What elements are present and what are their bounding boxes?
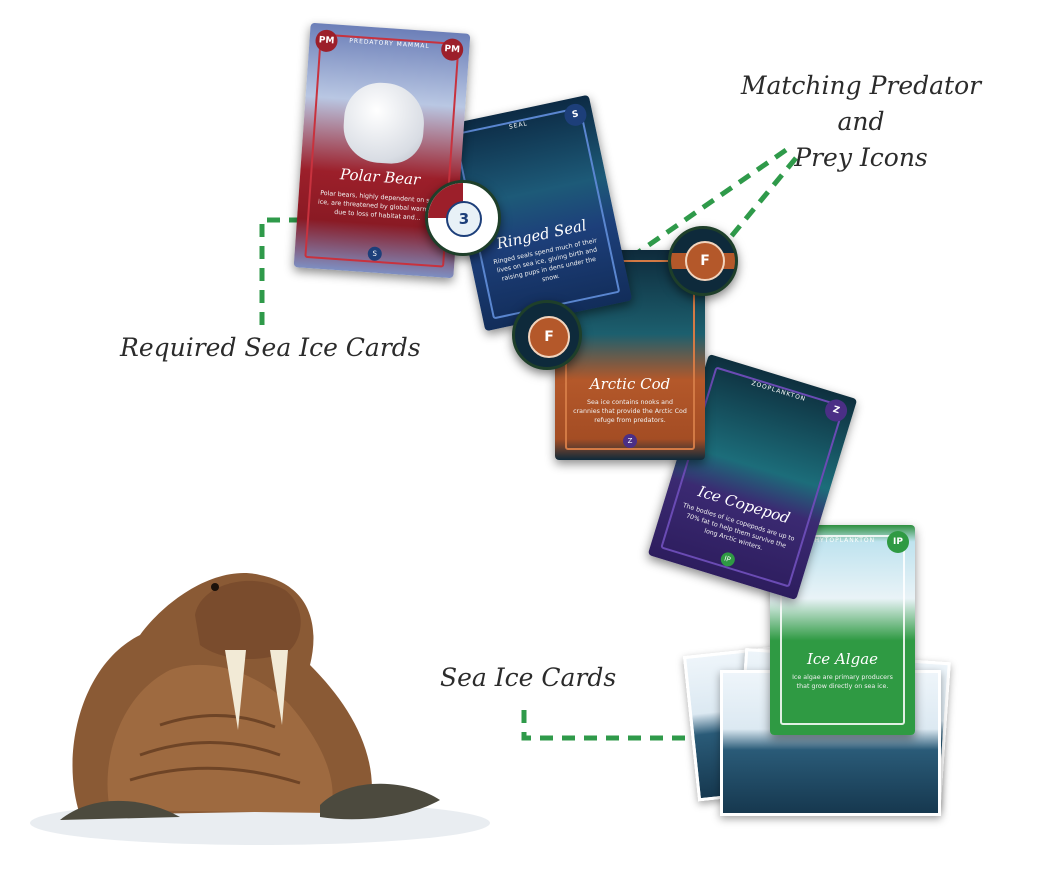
card-name: Arctic Cod [589, 375, 671, 393]
card-category: PHYTOPLANKTON [809, 537, 876, 544]
card-name: Ice Algae [806, 650, 879, 668]
callout-predator-prey: Matching Predator and Prey Icons [716, 68, 1006, 176]
fish-prey-icon: F [512, 300, 582, 370]
card-footer-badge: Z [623, 434, 637, 448]
card-code-badge-right: PM [440, 37, 464, 62]
callout-predator-prey-line2: Prey Icons [794, 143, 928, 172]
leader-sea-ice-cards [521, 710, 760, 741]
fish-predator-icon: F [668, 226, 738, 296]
callout-predator-prey-line1: Matching Predator and [740, 71, 982, 136]
card-description: Sea ice contains nooks and crannies that… [573, 399, 687, 424]
fish-predator-icon-letter: F [685, 241, 725, 281]
callout-sea-ice-cards: Sea Ice Cards [440, 663, 617, 692]
leader-predator-prey-a [550, 147, 788, 315]
callout-required-sea-ice: Required Sea Ice Cards [120, 333, 421, 362]
walrus-illustration [30, 573, 490, 845]
card-description: Ice algae are primary producers that gro… [792, 674, 893, 690]
sea-ice-count-badge: 3 [446, 201, 482, 237]
card-frame [780, 535, 905, 725]
card-code-badge: IP [887, 531, 909, 553]
leader-predator-prey-b [718, 156, 798, 252]
fish-prey-icon-letter: F [528, 316, 570, 358]
required-sea-ice-magnifier: 3 [425, 180, 501, 256]
